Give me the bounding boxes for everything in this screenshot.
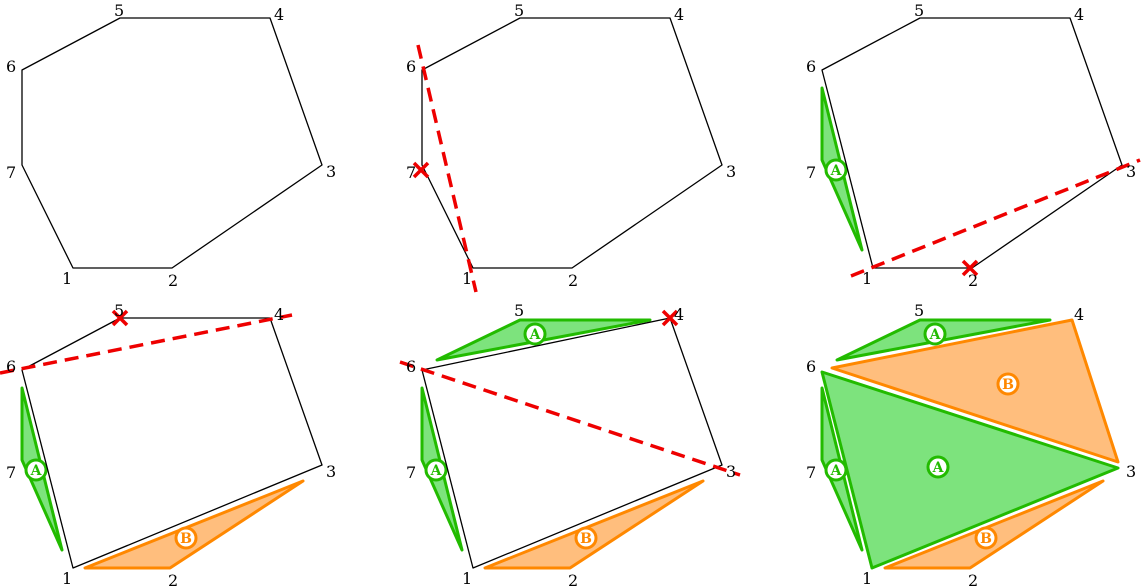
piece-label: A xyxy=(932,460,945,476)
vertex-label-7: 7 xyxy=(406,163,416,182)
vertex-label-1: 1 xyxy=(62,269,72,288)
piece-label: A xyxy=(30,463,43,479)
vertex-label-4: 4 xyxy=(1074,305,1084,324)
vertex-label-2: 2 xyxy=(168,271,178,290)
polygon-outline xyxy=(21,17,323,269)
vertex-label-4: 4 xyxy=(674,305,684,324)
polygon-outline xyxy=(21,317,323,569)
cut-diagonal xyxy=(850,158,1141,278)
vertex-label-2: 2 xyxy=(968,571,978,588)
polygon-outline xyxy=(421,17,723,269)
vertex-label-6: 6 xyxy=(6,57,16,76)
vertex-label-1: 1 xyxy=(462,269,472,288)
vertex-label-4: 4 xyxy=(274,5,284,24)
piece-label: A xyxy=(830,463,843,479)
vertex-label-6: 6 xyxy=(806,57,816,76)
vertex-label-1: 1 xyxy=(62,569,72,588)
vertex-label-1: 1 xyxy=(462,569,472,588)
piece-badge xyxy=(174,526,198,550)
piece-label: A xyxy=(929,327,942,343)
vertex-label-6: 6 xyxy=(406,57,416,76)
piece-badge xyxy=(523,322,547,346)
cut-diagonal xyxy=(416,44,478,293)
panel-step-4: A B 1 2 3 4 5 6 7 xyxy=(0,301,336,588)
piece-badge xyxy=(996,372,1020,396)
vertex-label-5: 5 xyxy=(914,301,924,320)
piece-badge xyxy=(923,322,947,346)
panel-step-3: A 1 2 3 4 5 6 7 xyxy=(806,1,1141,290)
vertex-label-3: 3 xyxy=(726,462,736,481)
vertex-label-2: 2 xyxy=(168,571,178,588)
vertex-label-4: 4 xyxy=(674,5,684,24)
polygon-outline xyxy=(821,17,1123,269)
piece-badge xyxy=(926,455,950,479)
vertex-label-1: 1 xyxy=(862,569,872,588)
piece-label: B xyxy=(980,531,992,547)
piece-badge xyxy=(574,526,598,550)
piece-badge xyxy=(424,458,448,482)
vertex-label-4: 4 xyxy=(274,305,284,324)
vertex-label-2: 2 xyxy=(568,571,578,588)
ear-b-vertex-2 xyxy=(483,479,705,570)
cut-diagonal xyxy=(0,313,293,375)
vertex-label-7: 7 xyxy=(6,163,16,182)
vertex-label-6: 6 xyxy=(6,357,16,376)
vertex-label-6: 6 xyxy=(406,357,416,376)
clipped-vertex-x-icon xyxy=(961,259,979,277)
vertex-label-3: 3 xyxy=(1126,162,1136,181)
vertex-label-3: 3 xyxy=(326,462,336,481)
panel-step-2: 1 2 3 4 5 6 7 xyxy=(406,1,736,293)
clipped-vertex-x-icon xyxy=(661,309,679,327)
clipped-vertex-x-icon xyxy=(412,161,430,179)
piece-badge xyxy=(824,158,848,182)
piece-label: B xyxy=(180,531,192,547)
ear-b-vertex-2 xyxy=(83,479,305,570)
panel-step-1: 1 2 3 4 5 6 7 xyxy=(6,1,336,290)
vertex-label-7: 7 xyxy=(806,463,816,482)
vertex-label-3: 3 xyxy=(726,162,736,181)
piece-label: A xyxy=(830,163,843,179)
vertex-label-2: 2 xyxy=(968,271,978,290)
vertex-label-6: 6 xyxy=(806,357,816,376)
piece-badge xyxy=(24,458,48,482)
cut-diagonal xyxy=(399,360,741,477)
vertex-label-3: 3 xyxy=(326,162,336,181)
vertex-label-7: 7 xyxy=(806,163,816,182)
piece-label: A xyxy=(529,327,542,343)
clipped-vertex-x-icon xyxy=(111,309,129,327)
vertex-label-3: 3 xyxy=(1126,462,1136,481)
piece-badge xyxy=(974,526,998,550)
vertex-label-7: 7 xyxy=(6,463,16,482)
vertex-label-2: 2 xyxy=(568,271,578,290)
piece-label: A xyxy=(430,463,443,479)
vertex-label-1: 1 xyxy=(862,269,872,288)
vertex-label-5: 5 xyxy=(914,1,924,20)
vertex-label-5: 5 xyxy=(514,301,524,320)
piece-label: B xyxy=(1002,377,1014,393)
vertex-label-4: 4 xyxy=(1074,5,1084,24)
triangle-b-6-4-3 xyxy=(830,318,1120,464)
piece-label: B xyxy=(580,531,592,547)
panel-step-6: A B A B A 1 2 3 4 5 6 7 xyxy=(806,301,1136,588)
vertex-label-5: 5 xyxy=(114,301,124,320)
vertex-label-5: 5 xyxy=(514,1,524,20)
vertex-label-5: 5 xyxy=(114,1,124,20)
vertex-label-7: 7 xyxy=(406,463,416,482)
triangle-a-6-1-3 xyxy=(820,370,1120,570)
panel-step-5: A B A 1 2 3 4 5 6 7 xyxy=(399,301,741,588)
ear-b-vertex-2 xyxy=(883,479,1105,570)
